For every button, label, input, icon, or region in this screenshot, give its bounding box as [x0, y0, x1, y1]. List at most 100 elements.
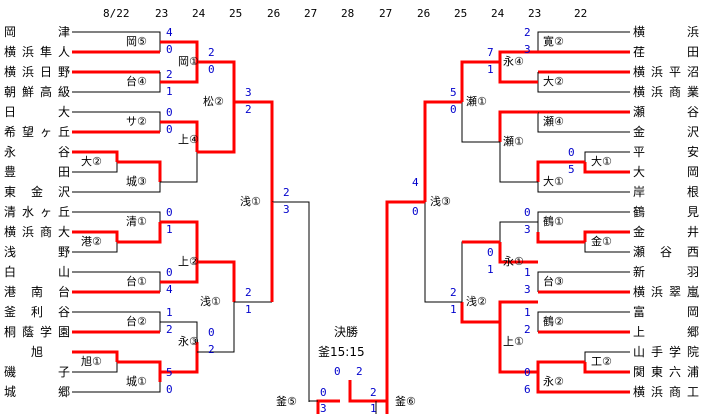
- date-label: 23: [155, 7, 169, 20]
- winner-path: [498, 342, 538, 374]
- winner-path: [197, 102, 236, 154]
- date-label: 22: [574, 7, 588, 20]
- score: 2: [166, 323, 173, 336]
- team-name: 清水ヶ丘: [4, 205, 70, 219]
- final-venue-time: 釜15:15: [318, 345, 365, 359]
- score: 3: [524, 43, 531, 56]
- team-name: 浅 野: [4, 245, 70, 259]
- match-label: サ②: [126, 115, 147, 128]
- winner-path: [348, 202, 389, 403]
- winner-path: [72, 150, 119, 162]
- score: 2: [166, 68, 173, 81]
- match-label: 城③: [126, 175, 147, 188]
- score: 7: [487, 46, 494, 59]
- score: 2: [208, 46, 215, 59]
- match-label: 鶴②: [543, 315, 564, 328]
- bracket-line: [499, 221, 538, 242]
- winner-path: [72, 230, 119, 242]
- score: 2: [208, 343, 215, 356]
- winner-path: [460, 60, 500, 102]
- team-name: 大 岡: [633, 165, 699, 179]
- team-name: 金 井: [633, 225, 699, 239]
- winner-path: [498, 242, 538, 264]
- date-label: 25: [454, 7, 468, 20]
- team-name: 横浜隼人: [4, 45, 70, 59]
- match-label: 瀬④: [543, 115, 564, 128]
- team-name: 横浜商工: [633, 385, 699, 399]
- bracket-line: [537, 112, 630, 133]
- winner-path: [385, 200, 425, 414]
- score: 0: [487, 246, 494, 259]
- score: 0: [412, 205, 419, 218]
- winner-path: [160, 220, 199, 262]
- score: 1: [166, 223, 173, 236]
- score: 0: [166, 206, 173, 219]
- match-label: 瀬①: [466, 95, 487, 108]
- score: 4: [166, 26, 173, 39]
- match-label: 釜⑥: [395, 395, 416, 408]
- score: 0: [524, 206, 531, 219]
- team-name: 瀬 谷: [633, 105, 699, 119]
- final-score-right: 2: [356, 365, 363, 378]
- bracket-line: [584, 242, 630, 253]
- team-name: 荏 田: [633, 45, 699, 59]
- winner-path: [460, 302, 500, 324]
- team-name: 白 山: [4, 265, 70, 279]
- score: 4: [166, 283, 173, 296]
- team-name: 横浜平沼: [633, 65, 699, 79]
- winner-path: [536, 160, 585, 182]
- bracket-line: [272, 201, 310, 402]
- team-name: 旭: [30, 345, 43, 359]
- team-name: 城 郷: [4, 385, 70, 399]
- winner-path: [498, 72, 538, 84]
- score: 3: [524, 223, 531, 236]
- match-label: 台②: [126, 315, 147, 328]
- date-label: 27: [304, 7, 318, 20]
- score: 2: [524, 26, 531, 39]
- bracket-line: [537, 311, 630, 332]
- team-name: 新 羽: [633, 265, 699, 279]
- winner-path: [72, 350, 119, 362]
- match-label: 台④: [126, 75, 147, 88]
- bracket-line: [72, 182, 161, 193]
- match-label: 大②: [81, 155, 102, 168]
- score: 0: [450, 103, 457, 116]
- score: 1: [487, 263, 494, 276]
- match-label: 大①: [543, 175, 564, 188]
- match-label: 寛②: [543, 35, 564, 48]
- score: 2: [370, 386, 377, 399]
- score: 1: [370, 402, 377, 415]
- team-name: 岸 根: [633, 185, 699, 199]
- date-label: 26: [267, 7, 281, 20]
- winner-path: [583, 162, 630, 174]
- bracket-line: [72, 362, 118, 373]
- match-label: 金①: [591, 235, 612, 248]
- winner-path: [583, 230, 630, 242]
- match-label: 浅①: [200, 295, 221, 308]
- score: 3: [320, 402, 327, 415]
- bracket-line: [461, 241, 500, 302]
- bracket-line: [537, 182, 630, 193]
- match-label: 永①: [503, 255, 524, 268]
- winner-path: [498, 110, 538, 142]
- winner-path: [160, 120, 199, 152]
- team-name: 横浜翠嵐: [633, 285, 699, 299]
- winner-path: [536, 382, 630, 394]
- score: 5: [450, 86, 457, 99]
- bracket-line: [537, 271, 630, 292]
- team-name: 金 沢: [633, 125, 699, 139]
- score: 2: [283, 186, 290, 199]
- match-label: 浅③: [430, 195, 451, 208]
- bracket-line: [72, 311, 161, 332]
- bracket-line: [537, 211, 630, 232]
- bracket-line: [72, 162, 118, 173]
- match-label: 上④: [178, 133, 199, 146]
- score: 0: [568, 146, 575, 159]
- score: 3: [524, 283, 531, 296]
- score: 0: [320, 386, 327, 399]
- match-label: 岡⑤: [126, 35, 147, 48]
- bracket-line: [584, 151, 630, 162]
- match-label: 台①: [126, 275, 147, 288]
- score: 2: [245, 286, 252, 299]
- match-label: 城①: [126, 375, 147, 388]
